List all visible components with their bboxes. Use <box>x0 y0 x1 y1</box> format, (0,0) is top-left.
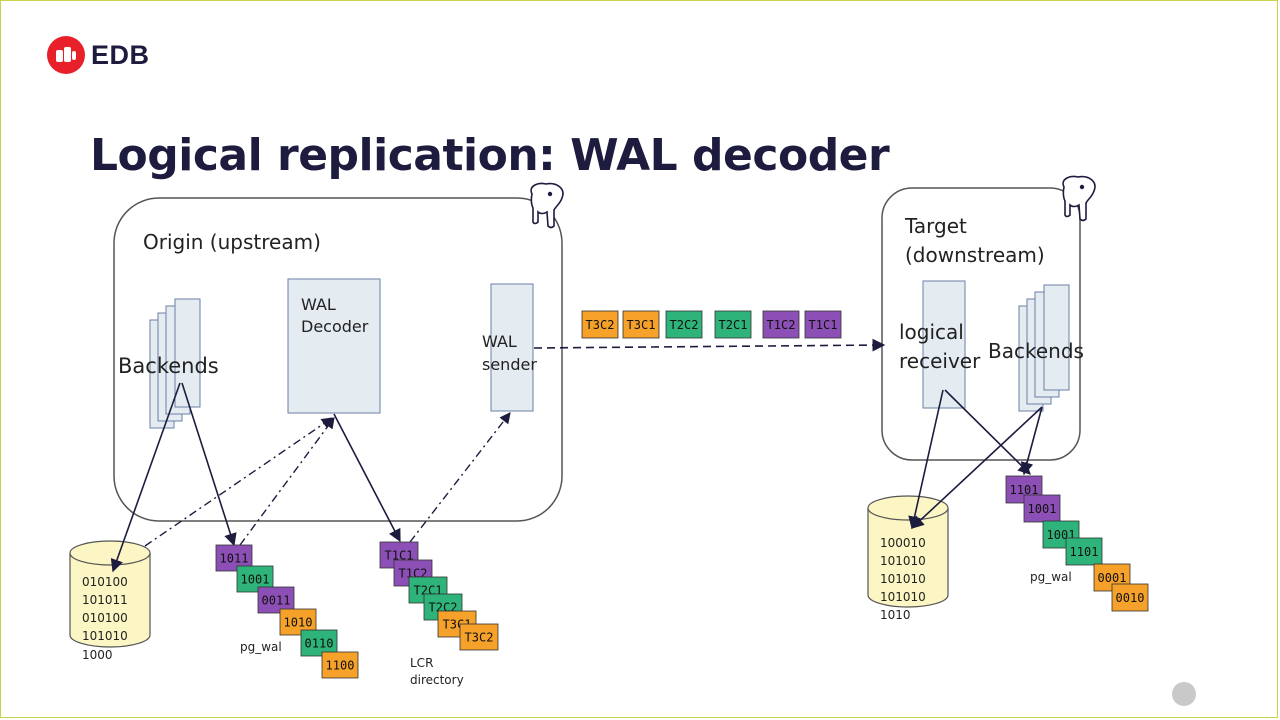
target-disk-line-2: 101010 <box>880 554 926 568</box>
arrow-receiver-to-pgwal <box>944 389 1031 475</box>
wal-decoder-box <box>287 278 381 414</box>
origin-disk-line-4: 101010 <box>82 629 128 643</box>
origin-disk-footer: 1000 <box>82 648 113 662</box>
postgres-elephant-icon <box>530 182 564 229</box>
edb-logo: EDB <box>47 36 150 74</box>
svg-text:1011: 1011 <box>220 551 249 565</box>
origin-container <box>113 197 563 522</box>
svg-text:1010: 1010 <box>284 615 313 629</box>
wal-sender-label-2: sender <box>482 355 537 374</box>
target-pgwal-block: 1001 <box>1023 494 1061 523</box>
svg-text:1101: 1101 <box>1070 545 1099 559</box>
target-disk-line-3: 101010 <box>880 572 926 586</box>
arrow-backends-to-pgwal <box>181 382 237 547</box>
target-container <box>881 187 1081 461</box>
target-disk-line-4: 101010 <box>880 590 926 604</box>
target-backends-stack <box>1018 284 1070 412</box>
svg-text:0110: 0110 <box>305 636 334 650</box>
target-label-2: (downstream) <box>905 243 1045 267</box>
svg-text:1001: 1001 <box>241 572 270 586</box>
svg-text:T3C1: T3C1 <box>627 318 656 332</box>
wal-sender-box <box>490 283 534 412</box>
origin-pgwal-label: pg_wal <box>240 640 282 654</box>
svg-text:T2C2: T2C2 <box>670 318 699 332</box>
stream-lcr-chip: T1C2 <box>762 310 800 339</box>
origin-disk-line-2: 101011 <box>82 593 128 607</box>
origin-disk-line-1: 010100 <box>82 575 128 589</box>
pgwal-block: 1001 <box>236 565 274 593</box>
svg-text:T1C2: T1C2 <box>767 318 796 332</box>
arrow-backends-to-disk <box>110 382 181 573</box>
target-disk-cylinder <box>867 495 949 608</box>
target-backends-label: Backends <box>988 339 1084 363</box>
svg-text:T3C2: T3C2 <box>586 318 615 332</box>
lcr-label-2: directory <box>410 673 464 687</box>
wal-sender-label-1: WAL <box>482 332 517 351</box>
arrow-pgwal-to-decoder <box>239 417 335 546</box>
brand-name: EDB <box>91 39 150 70</box>
arrow-disk-to-decoder <box>144 417 333 547</box>
arrow-receiver-to-disk <box>908 389 944 530</box>
receiver-label-1: logical <box>899 320 964 344</box>
arrow-lcr-to-sender <box>409 412 511 543</box>
stream-lcr-chip: T2C1 <box>714 310 752 339</box>
svg-text:1101: 1101 <box>1010 483 1039 497</box>
page-nav-icon[interactable] <box>1172 682 1196 706</box>
wal-decoder-label-2: Decoder <box>301 317 369 336</box>
arrow-backends-to-target-disk <box>911 406 1043 529</box>
svg-text:0001: 0001 <box>1098 571 1127 585</box>
arrow-decoder-to-lcr <box>333 413 401 543</box>
target-pgwal-block: 0010 <box>1111 583 1149 612</box>
stream-lcr-chip: T1C1 <box>804 310 842 339</box>
target-label-1: Target <box>905 214 967 238</box>
svg-text:T3C2: T3C2 <box>465 630 494 644</box>
svg-text:T1C1: T1C1 <box>385 548 414 562</box>
svg-text:T1C1: T1C1 <box>809 318 838 332</box>
origin-disk-line-3: 010100 <box>82 611 128 625</box>
svg-text:1001: 1001 <box>1028 502 1057 516</box>
lcr-block: T1C1 <box>379 541 419 569</box>
svg-text:T2C1: T2C1 <box>719 318 748 332</box>
arrow-backends-to-target-pgwal <box>1020 406 1043 476</box>
origin-backends-label: Backends <box>118 354 219 378</box>
stream-lcr-chip: T3C2 <box>581 310 619 339</box>
page-title: Logical replication: WAL decoder <box>90 130 890 181</box>
lcr-label-1: LCR <box>410 656 434 670</box>
pgwal-block: 0011 <box>257 586 295 614</box>
svg-text:0011: 0011 <box>262 593 291 607</box>
edb-logo-icon <box>47 36 85 74</box>
target-disk-line-1: 100010 <box>880 536 926 550</box>
arrow-sender-to-receiver <box>533 338 886 352</box>
target-pgwal-label: pg_wal <box>1030 570 1072 584</box>
stream-lcr-chip: T2C2 <box>665 310 703 339</box>
logical-receiver-box <box>922 280 966 409</box>
origin-label: Origin (upstream) <box>143 230 321 254</box>
stream-lcr-chip: T3C1 <box>622 310 660 339</box>
pgwal-block: 1100 <box>321 651 359 679</box>
svg-text:0010: 0010 <box>1116 591 1145 605</box>
postgres-elephant-icon <box>1062 175 1096 222</box>
origin-disk-cylinder <box>69 540 151 648</box>
target-disk-footer: 1010 <box>880 608 911 622</box>
target-pgwal-block: 1101 <box>1065 537 1103 566</box>
lcr-block: T3C2 <box>459 623 499 651</box>
receiver-label-2: receiver <box>899 349 981 373</box>
svg-text:1100: 1100 <box>326 658 355 672</box>
wal-decoder-label-1: WAL <box>301 295 336 314</box>
